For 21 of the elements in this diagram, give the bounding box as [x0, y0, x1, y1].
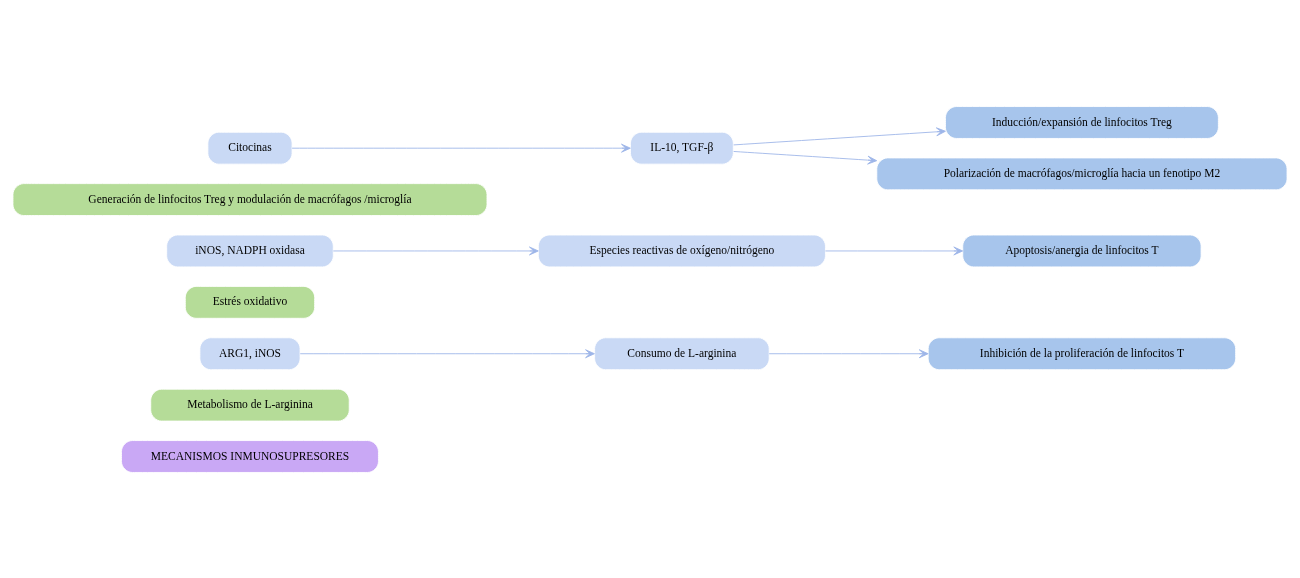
node-box: iNOS, NADPH oxidasa: [166, 234, 334, 267]
node-box: Metabolismo de L-arginina: [150, 388, 350, 421]
node-box: ARG1, iNOS: [199, 336, 301, 370]
arrow: [768, 348, 929, 358]
node-box: Polarización de macrófagos/microglía hacia un fenotipo M2: [876, 157, 1288, 190]
arrow: [291, 143, 631, 153]
arrow: [299, 348, 595, 358]
node-box: Consumo de L-arginina: [594, 336, 770, 370]
node-box: Apoptosis/anergia de linfocitos T: [962, 234, 1202, 267]
node-box: Inhibición de la proliferación de linfocitos T: [927, 336, 1237, 370]
arrow: [733, 126, 946, 145]
node-box: MECANISMOS INMUNOSUPRESORES: [121, 439, 379, 473]
node-box: Estrés oxidativo: [184, 285, 316, 319]
node-box: Especies reactivas de oxígeno/nitrógeno: [537, 234, 826, 267]
node-box: IL-10, TGF-β: [630, 131, 734, 165]
node-box: Inducción/expansión de linfocitos Treg: [945, 105, 1219, 139]
arrow: [825, 246, 964, 255]
node-box: Generación de linfocitos Treg y modulación de macrófagos /microglía: [12, 182, 488, 216]
arrow: [733, 150, 878, 165]
node-box: Citocinas: [207, 131, 293, 165]
arrow: [332, 246, 539, 255]
